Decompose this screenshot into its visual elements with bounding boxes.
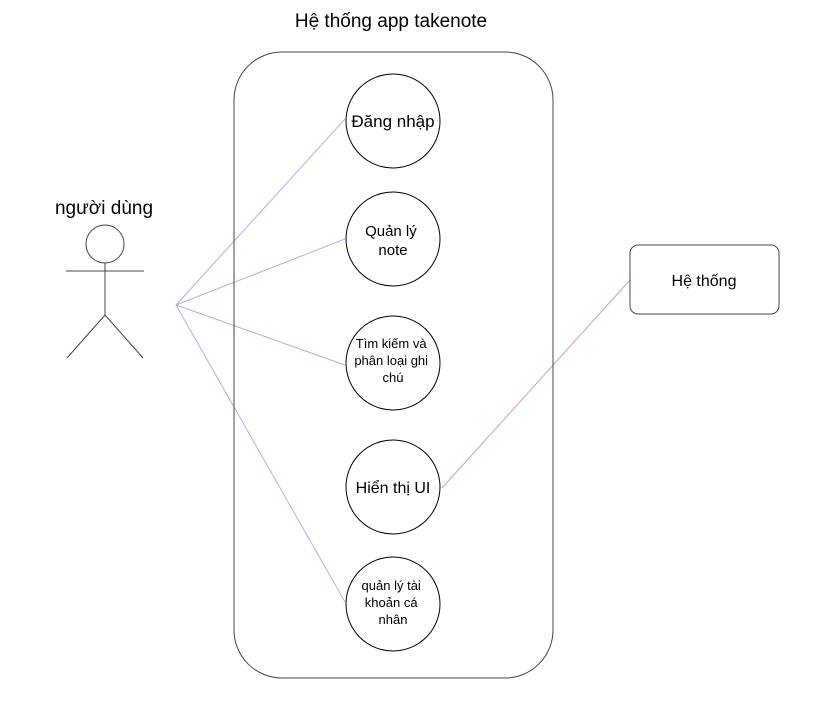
use-case-label-line: Tìm kiếm và xyxy=(356,336,428,351)
use-case-label: quản lý tài khoản cá nhân xyxy=(362,578,425,627)
use-case-label: Đăng nhập xyxy=(351,112,434,131)
actor-system-label: Hệ thống xyxy=(672,273,737,290)
use-case-label-line: phân loại ghi xyxy=(354,353,428,368)
actor-user-label: người dùng xyxy=(55,198,153,219)
association-system-display-ui xyxy=(441,279,631,489)
use-case-login[interactable]: Đăng nhập xyxy=(345,73,441,169)
use-case-label: Quản lý note xyxy=(365,223,421,259)
use-case-ellipse xyxy=(345,73,441,169)
system-boundary xyxy=(233,51,554,679)
use-case-label-line: Đăng nhập xyxy=(351,112,434,131)
use-case-manage-account[interactable]: quản lý tài khoản cá nhân xyxy=(345,556,441,652)
association-user-manage-notes xyxy=(175,238,346,306)
association-user-manage-account xyxy=(175,304,346,603)
stick-figure-icon xyxy=(66,224,144,359)
actor-system-box xyxy=(629,244,780,315)
use-case-display-ui[interactable]: Hiển thị UI xyxy=(345,439,441,535)
use-case-manage-notes[interactable]: Quản lý note xyxy=(345,191,441,287)
use-case-label-line: nhân xyxy=(379,612,408,627)
use-case-label-line: quản lý tài xyxy=(362,578,421,593)
use-case-ellipse xyxy=(345,439,441,535)
use-case-search-classify[interactable]: Tìm kiếm và phân loại ghi chú xyxy=(345,315,441,411)
association-user-login xyxy=(175,118,346,306)
use-case-ellipse xyxy=(345,315,441,411)
actor-system[interactable]: Hệ thống xyxy=(629,244,780,315)
system-title: Hệ thống app takenote xyxy=(295,11,487,32)
use-case-ellipse xyxy=(345,191,441,287)
association-lines xyxy=(175,118,631,603)
actor-user[interactable]: người dùng xyxy=(55,198,153,359)
use-case-label-line: chú xyxy=(383,370,404,385)
use-case-label-line: note xyxy=(378,242,407,259)
use-case-label: Hiển thị UI xyxy=(356,479,431,497)
use-case-label-line: Hiển thị UI xyxy=(356,479,431,497)
use-case-label: Tìm kiếm và phân loại ghi chú xyxy=(354,336,431,385)
association-user-search-classify xyxy=(175,304,346,366)
use-case-label-line: Quản lý xyxy=(365,223,417,240)
use-case-label-line: khoản cá xyxy=(365,595,419,610)
use-case-ellipse xyxy=(345,556,441,652)
